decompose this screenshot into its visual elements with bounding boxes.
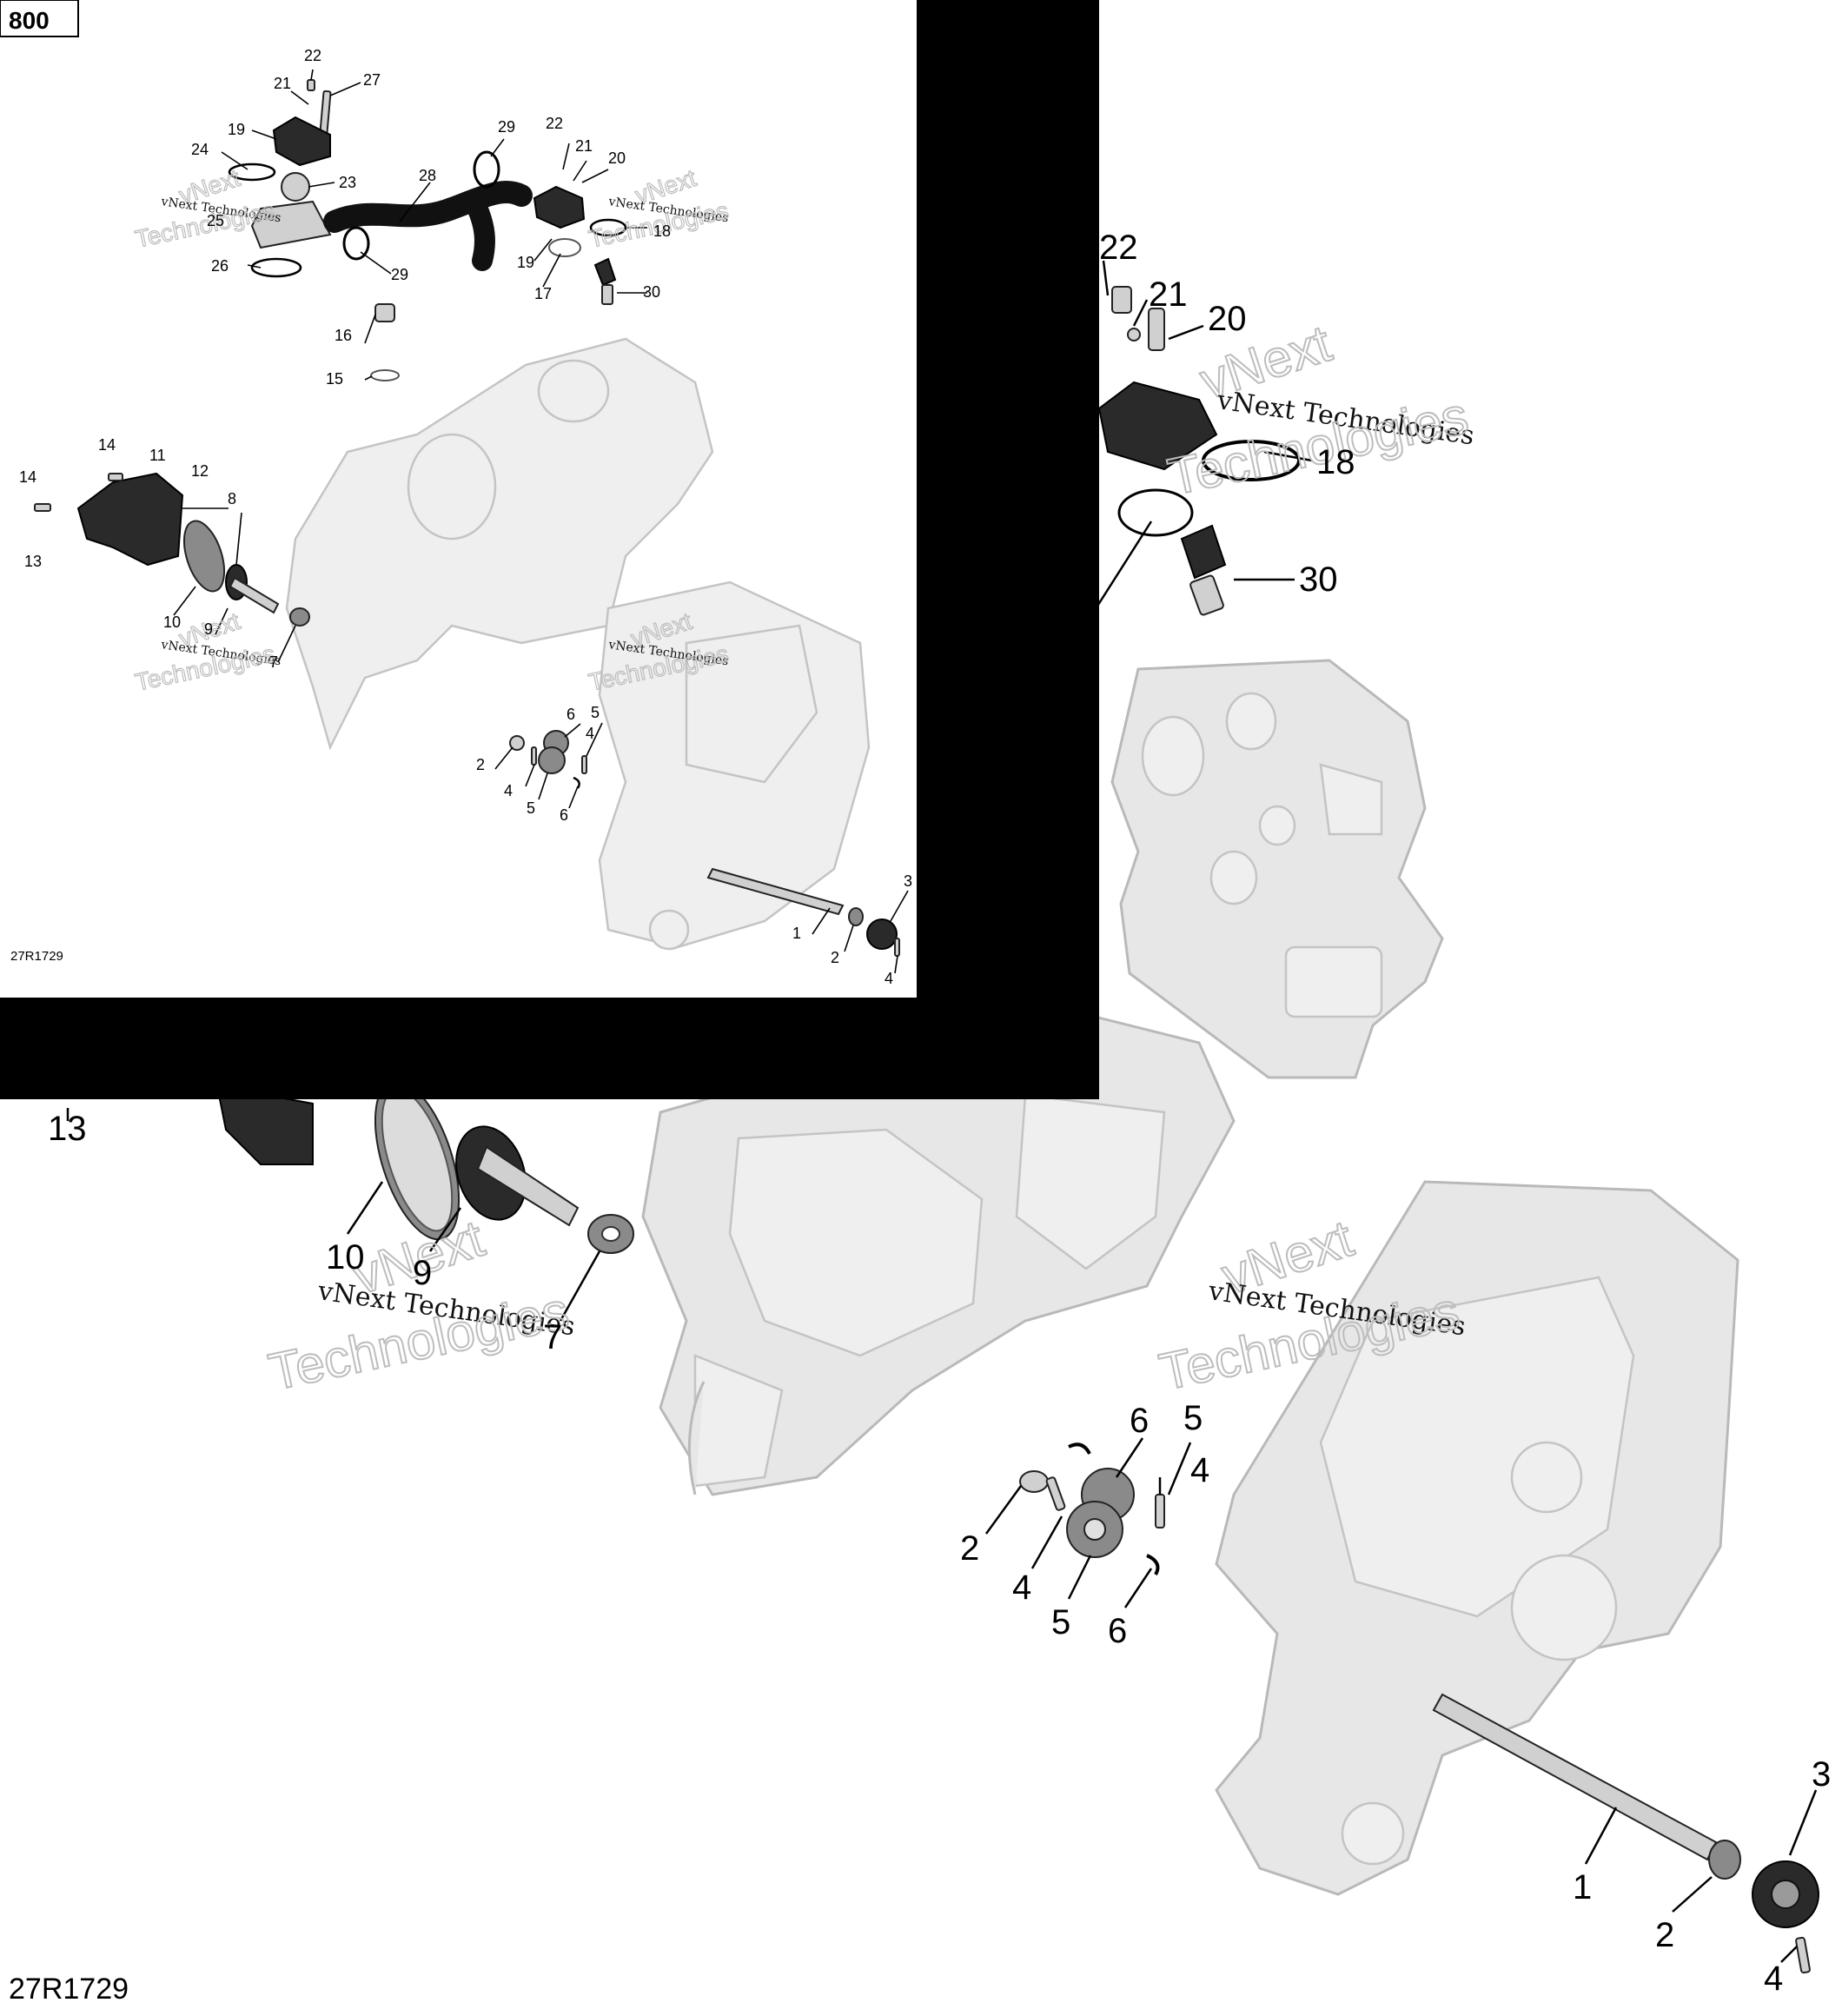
washer-21 bbox=[1127, 328, 1141, 342]
inset-callout-27: 27 bbox=[363, 71, 381, 89]
callout-6-lower: 6 bbox=[1108, 1612, 1127, 1650]
idler-gear-group bbox=[984, 1437, 1192, 1608]
inset-callout-14-left: 14 bbox=[19, 468, 36, 486]
crankcase-front-ghost bbox=[641, 1006, 1236, 1496]
pin-4-lower bbox=[1795, 1936, 1811, 1974]
circlip-6-lower bbox=[1146, 1554, 1160, 1575]
inset-leaders bbox=[173, 69, 909, 974]
inset-callout-29-top: 29 bbox=[498, 118, 515, 136]
inset-callout-15: 15 bbox=[326, 370, 343, 388]
inset-callout-4-left: 4 bbox=[504, 782, 513, 799]
inset-callout-26: 26 bbox=[211, 257, 229, 275]
callout-5-lower: 5 bbox=[1051, 1603, 1070, 1641]
inset-callout-6-bottom: 6 bbox=[560, 806, 568, 824]
callout-18: 18 bbox=[1316, 443, 1355, 481]
shaft-1 bbox=[1432, 1693, 1718, 1861]
inset-callout-6-top: 6 bbox=[567, 706, 575, 723]
inset-thermostat-group bbox=[228, 79, 627, 381]
washer-2-lower bbox=[1708, 1840, 1741, 1880]
callout-22: 22 bbox=[1099, 229, 1138, 267]
callout-9: 9 bbox=[413, 1254, 432, 1292]
main-callouts: 22 21 20 18 30 13 10 9 7 6 5 4 2 4 5 6 3… bbox=[48, 229, 1831, 1998]
watermark-main-left: vNext vNext Technologies Technologies bbox=[263, 1208, 577, 1403]
callout-7: 7 bbox=[543, 1318, 562, 1356]
callout-4-lower: 4 bbox=[1764, 1960, 1783, 1998]
inset-callout-21-left: 21 bbox=[274, 75, 291, 92]
callout-20: 20 bbox=[1208, 300, 1247, 338]
outlet-housing-group bbox=[1089, 260, 1313, 618]
black-frame bbox=[0, 0, 1099, 1099]
temperature-sensor-30 bbox=[1180, 524, 1227, 580]
screw-22 bbox=[1111, 286, 1132, 314]
inset-callout-20: 20 bbox=[608, 149, 626, 167]
inset-callout-24: 24 bbox=[191, 141, 209, 158]
callout-4-left: 4 bbox=[1012, 1568, 1031, 1607]
inset-callout-25: 25 bbox=[207, 212, 224, 229]
inset-callout-18: 18 bbox=[653, 222, 671, 240]
inset-callout-14-top: 14 bbox=[98, 436, 116, 454]
figure-code-inset: 27R1729 bbox=[10, 949, 63, 964]
pin-4 bbox=[1045, 1476, 1066, 1511]
pump-drive-shaft-group bbox=[1432, 1693, 1819, 1974]
inset-callout-19-right: 19 bbox=[517, 254, 534, 271]
inset-diagram: 800 bbox=[0, 0, 917, 998]
inset-callout-13: 13 bbox=[24, 553, 42, 570]
callout-2-left: 2 bbox=[960, 1529, 979, 1568]
inset-callout-28: 28 bbox=[419, 167, 436, 184]
inset-callout-30: 30 bbox=[643, 283, 660, 301]
inset-callout-16: 16 bbox=[335, 327, 352, 344]
pump-cover-dark bbox=[215, 1084, 314, 1165]
callout-6-upper: 6 bbox=[1130, 1402, 1149, 1440]
inset-callout-29-bottom: 29 bbox=[391, 266, 408, 283]
inset-callout-11: 11 bbox=[149, 447, 166, 464]
inset-callout-1: 1 bbox=[792, 925, 801, 942]
inset-callout-23: 23 bbox=[339, 174, 356, 191]
crankcase-rear-ghost bbox=[1215, 1180, 1739, 1896]
inset-callout-9: 9 bbox=[204, 620, 213, 638]
page-number: 800 bbox=[9, 7, 50, 34]
inset-callout-12: 12 bbox=[191, 462, 209, 480]
callout-10: 10 bbox=[326, 1238, 365, 1277]
inset-callout-17: 17 bbox=[534, 285, 552, 302]
callout-1: 1 bbox=[1573, 1868, 1592, 1907]
callout-5-upper: 5 bbox=[1183, 1399, 1203, 1437]
cylinder-head-ghost bbox=[1110, 659, 1444, 1079]
inset-callout-21-right: 21 bbox=[575, 137, 593, 155]
pump-shaft bbox=[476, 1145, 580, 1227]
inset-gear-group bbox=[509, 730, 900, 957]
callout-21: 21 bbox=[1149, 275, 1188, 314]
inset-callout-22-right: 22 bbox=[546, 115, 563, 132]
screw-20 bbox=[1148, 308, 1165, 351]
pin-4-right bbox=[1155, 1494, 1165, 1529]
inset-callout-22-left: 22 bbox=[304, 47, 321, 64]
inset-callout-3: 3 bbox=[904, 872, 912, 890]
outlet-housing-19 bbox=[1097, 381, 1218, 471]
inset-callout-2-left: 2 bbox=[476, 756, 485, 773]
inset-callouts: 22 21 27 19 24 23 25 26 28 29 29 22 21 2… bbox=[19, 47, 912, 987]
washer-2 bbox=[1019, 1470, 1049, 1493]
inset-callout-4-right: 4 bbox=[586, 725, 594, 742]
inset-callout-5-bottom: 5 bbox=[527, 799, 535, 817]
inset-callout-10: 10 bbox=[163, 613, 181, 631]
callout-4-right: 4 bbox=[1190, 1451, 1209, 1489]
callout-30: 30 bbox=[1299, 560, 1338, 599]
page-number-box: 800 bbox=[0, 0, 79, 37]
inset-callout-4-bottom: 4 bbox=[885, 970, 893, 987]
callout-13: 13 bbox=[48, 1110, 87, 1148]
callout-2-lower: 2 bbox=[1655, 1916, 1674, 1954]
inset-callout-8: 8 bbox=[228, 490, 236, 507]
figure-code-main: 27R1729 bbox=[9, 1973, 129, 2006]
inset-callout-7: 7 bbox=[269, 653, 278, 671]
circlip-6 bbox=[1068, 1442, 1091, 1455]
inset-water-pump-group bbox=[34, 472, 310, 627]
inset-callout-2-bottom: 2 bbox=[831, 949, 839, 966]
inset-engine-ghost bbox=[285, 337, 871, 951]
inset-callout-5-top: 5 bbox=[591, 704, 600, 721]
callout-3: 3 bbox=[1812, 1755, 1831, 1794]
o-ring-18 bbox=[1202, 440, 1301, 481]
inset-callout-19-left: 19 bbox=[228, 121, 245, 138]
water-pump-main-group bbox=[66, 1079, 634, 1322]
gasket-17 bbox=[1117, 488, 1194, 537]
